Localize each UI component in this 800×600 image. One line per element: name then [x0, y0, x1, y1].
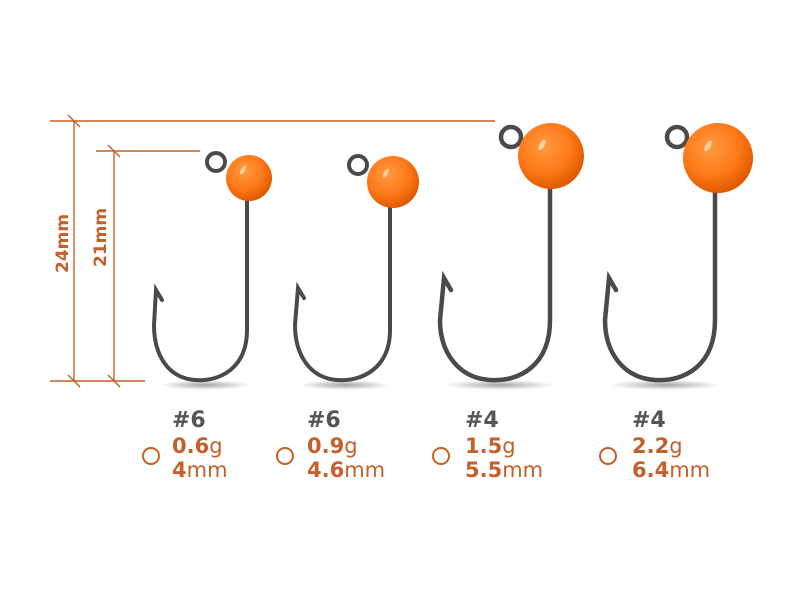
hook-4 — [602, 123, 753, 390]
bead-unit: mm — [186, 458, 228, 482]
hook-2 — [292, 154, 419, 390]
bead-circle-icon — [432, 447, 450, 465]
hook-weight: 1.5g — [465, 436, 516, 457]
bead-value: 5.5 — [465, 458, 503, 482]
bead-diameter: 5.5mm — [465, 460, 543, 481]
hook-size-label: #6 — [307, 408, 341, 433]
hook-weight: 2.2g — [632, 436, 683, 457]
bead-value: 4 — [172, 458, 187, 482]
hook-size-label: #4 — [632, 408, 666, 433]
hook-1 — [151, 151, 272, 390]
bead-diameter: 6.4mm — [632, 460, 710, 481]
weight-value: 1.5 — [465, 434, 503, 458]
bead-circle-icon — [142, 447, 160, 465]
bead-unit: mm — [502, 458, 544, 482]
weight-value: 0.9 — [307, 434, 345, 458]
hook-weight: 0.9g — [307, 436, 358, 457]
weight-unit: g — [209, 434, 223, 458]
dimension-label-24mm: 24mm — [53, 213, 73, 273]
dimension-label-21mm: 21mm — [91, 207, 111, 267]
dimension-lines — [50, 114, 495, 388]
weight-unit: g — [669, 434, 683, 458]
hook-weight: 0.6g — [172, 436, 223, 457]
bead-value: 4.6 — [307, 458, 345, 482]
bead-circle-icon — [599, 447, 617, 465]
bead-circle-icon — [276, 447, 294, 465]
bead-diameter: 4.6mm — [307, 460, 385, 481]
weight-unit: g — [502, 434, 516, 458]
bead-unit: mm — [669, 458, 711, 482]
bead-value: 6.4 — [632, 458, 670, 482]
weight-value: 2.2 — [632, 434, 670, 458]
hook-3 — [437, 123, 584, 390]
weight-value: 0.6 — [172, 434, 210, 458]
hook-size-label: #6 — [172, 408, 206, 433]
weight-unit: g — [344, 434, 358, 458]
hook-size-label: #4 — [465, 408, 499, 433]
bead-diameter: 4mm — [172, 460, 228, 481]
bead-unit: mm — [344, 458, 386, 482]
